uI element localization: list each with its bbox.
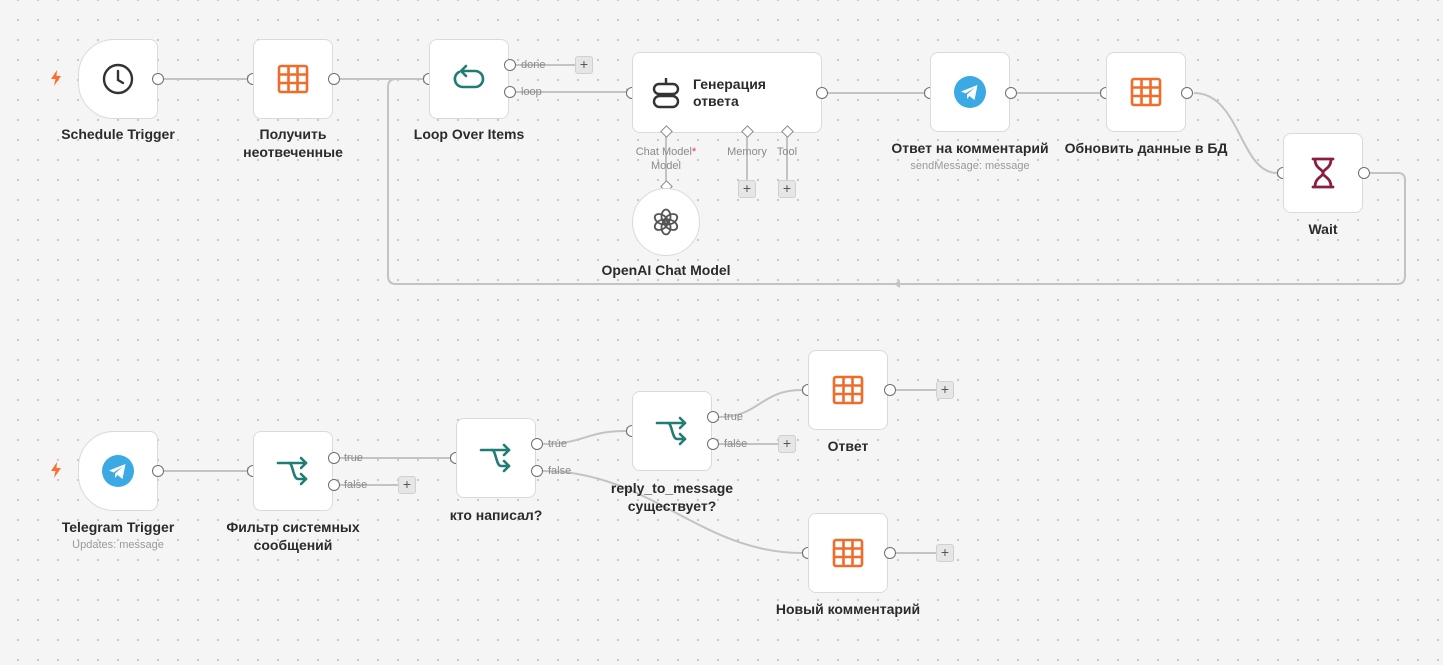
chat-model-slot-text: Chat Model	[635, 146, 692, 158]
who-wrote-true-label: true	[548, 438, 567, 450]
new-comment-label: Новый комментарий	[775, 601, 921, 617]
answer-label: Ответ	[827, 438, 869, 454]
new-comment-add-button[interactable]: +	[936, 544, 954, 562]
new-comment-output-port[interactable]	[884, 547, 896, 559]
edge-update-to-wait	[1193, 92, 1278, 174]
reply-exists-true-output-port[interactable]	[707, 411, 719, 423]
table-grid-icon	[277, 64, 309, 94]
update-db-output-port[interactable]	[1181, 87, 1193, 99]
wait-node[interactable]	[1283, 133, 1363, 213]
filter-system-node[interactable]	[253, 431, 333, 511]
reply-comment-output-port[interactable]	[1005, 87, 1017, 99]
filter-true-label: true	[344, 452, 363, 464]
reply-to-comment-label: Ответ на комментарий	[891, 140, 1049, 156]
edge-who-false	[542, 470, 803, 554]
model-slot-label: Model	[651, 160, 681, 172]
generate-reply-node[interactable]: Генерация ответа	[632, 52, 822, 133]
answer-node[interactable]	[808, 350, 888, 430]
trigger-bolt-icon	[51, 70, 61, 86]
generate-reply-label-line2: ответа	[693, 92, 739, 109]
telegram-trigger-node[interactable]	[78, 431, 158, 511]
chat-model-slot-label: Chat Model*	[631, 146, 701, 158]
tool-add-button[interactable]: +	[778, 180, 796, 198]
reply-exists-label-line1: reply_to_message	[610, 480, 734, 496]
openai-chat-model-label: OpenAI Chat Model	[601, 262, 731, 278]
loop-loop-label: loop	[521, 86, 542, 98]
generate-reply-label-line1: Генерация	[693, 75, 766, 92]
get-unanswered-output-port[interactable]	[328, 73, 340, 85]
hourglass-icon	[1311, 157, 1335, 189]
filter-false-output-port[interactable]	[328, 479, 340, 491]
telegram-icon	[102, 455, 134, 487]
memory-add-button[interactable]: +	[738, 180, 756, 198]
who-wrote-false-output-port[interactable]	[531, 465, 543, 477]
telegram-trigger-label: Telegram Trigger	[61, 519, 175, 535]
telegram-trigger-output-port[interactable]	[152, 465, 164, 477]
loop-done-add-button[interactable]: +	[575, 56, 593, 74]
who-wrote-false-label: false	[548, 465, 572, 477]
reply-to-comment-subtitle: sendMessage: message	[910, 160, 1030, 172]
clock-icon	[102, 63, 134, 95]
branch-arrows-icon	[479, 443, 511, 473]
edge-wait-back-to-loop	[387, 78, 1406, 285]
loop-over-items-label: Loop Over Items	[413, 126, 525, 142]
table-grid-icon	[1130, 77, 1162, 107]
schedule-trigger-node[interactable]	[78, 39, 158, 119]
memory-slot-label: Memory	[727, 146, 767, 158]
branch-arrows-icon	[655, 416, 687, 446]
filter-system-label-line2: сообщений	[253, 537, 333, 553]
trigger-bolt-icon	[51, 462, 61, 478]
reply-exists-false-label: false	[724, 438, 748, 450]
filter-false-label: false	[344, 479, 368, 491]
required-mark: *	[691, 146, 697, 158]
update-db-node[interactable]	[1106, 52, 1186, 132]
answer-add-button[interactable]: +	[936, 381, 954, 399]
tool-slot-label: Tool	[776, 146, 798, 158]
get-unanswered-label-line1: Получить	[259, 126, 327, 142]
reply-to-comment-node[interactable]	[930, 52, 1010, 132]
edge-who-true	[542, 430, 627, 445]
reply-exists-false-output-port[interactable]	[707, 438, 719, 450]
table-grid-icon	[832, 538, 864, 568]
schedule-trigger-label: Schedule Trigger	[61, 126, 175, 142]
filter-true-output-port[interactable]	[328, 452, 340, 464]
who-wrote-node[interactable]	[456, 418, 536, 498]
new-comment-node[interactable]	[808, 513, 888, 593]
edge-reply-true	[718, 389, 803, 418]
loop-loop-output-port[interactable]	[504, 86, 516, 98]
table-grid-icon	[832, 375, 864, 405]
get-unanswered-node[interactable]	[253, 39, 333, 119]
agent-output-port[interactable]	[816, 87, 828, 99]
telegram-icon	[954, 76, 986, 108]
openai-logo-icon	[653, 208, 679, 236]
reply-exists-node[interactable]	[632, 391, 712, 471]
openai-chat-model-node[interactable]	[632, 188, 700, 256]
filter-system-label-line1: Фильтр системных	[226, 519, 360, 535]
telegram-trigger-subtitle: Updates: message	[72, 539, 164, 551]
reply-exists-label-line2: существует?	[627, 498, 717, 514]
who-wrote-label: кто написал?	[449, 507, 543, 523]
branch-arrows-icon	[276, 456, 308, 486]
update-db-label: Обновить данные в БД	[1064, 140, 1228, 156]
answer-output-port[interactable]	[884, 384, 896, 396]
reply-exists-false-add-button[interactable]: +	[778, 435, 796, 453]
loop-arrows-icon	[453, 64, 485, 89]
reply-exists-true-label: true	[724, 411, 743, 423]
schedule-trigger-output-port[interactable]	[152, 73, 164, 85]
wait-label: Wait	[1308, 221, 1338, 237]
filter-false-add-button[interactable]: +	[398, 476, 416, 494]
loop-over-items-node[interactable]	[429, 39, 509, 119]
who-wrote-true-output-port[interactable]	[531, 438, 543, 450]
loop-done-label: done	[521, 59, 546, 71]
wait-output-port[interactable]	[1358, 167, 1370, 179]
robot-icon	[652, 77, 680, 108]
get-unanswered-label-line2: неотвеченные	[243, 144, 343, 160]
loop-done-output-port[interactable]	[504, 59, 516, 71]
